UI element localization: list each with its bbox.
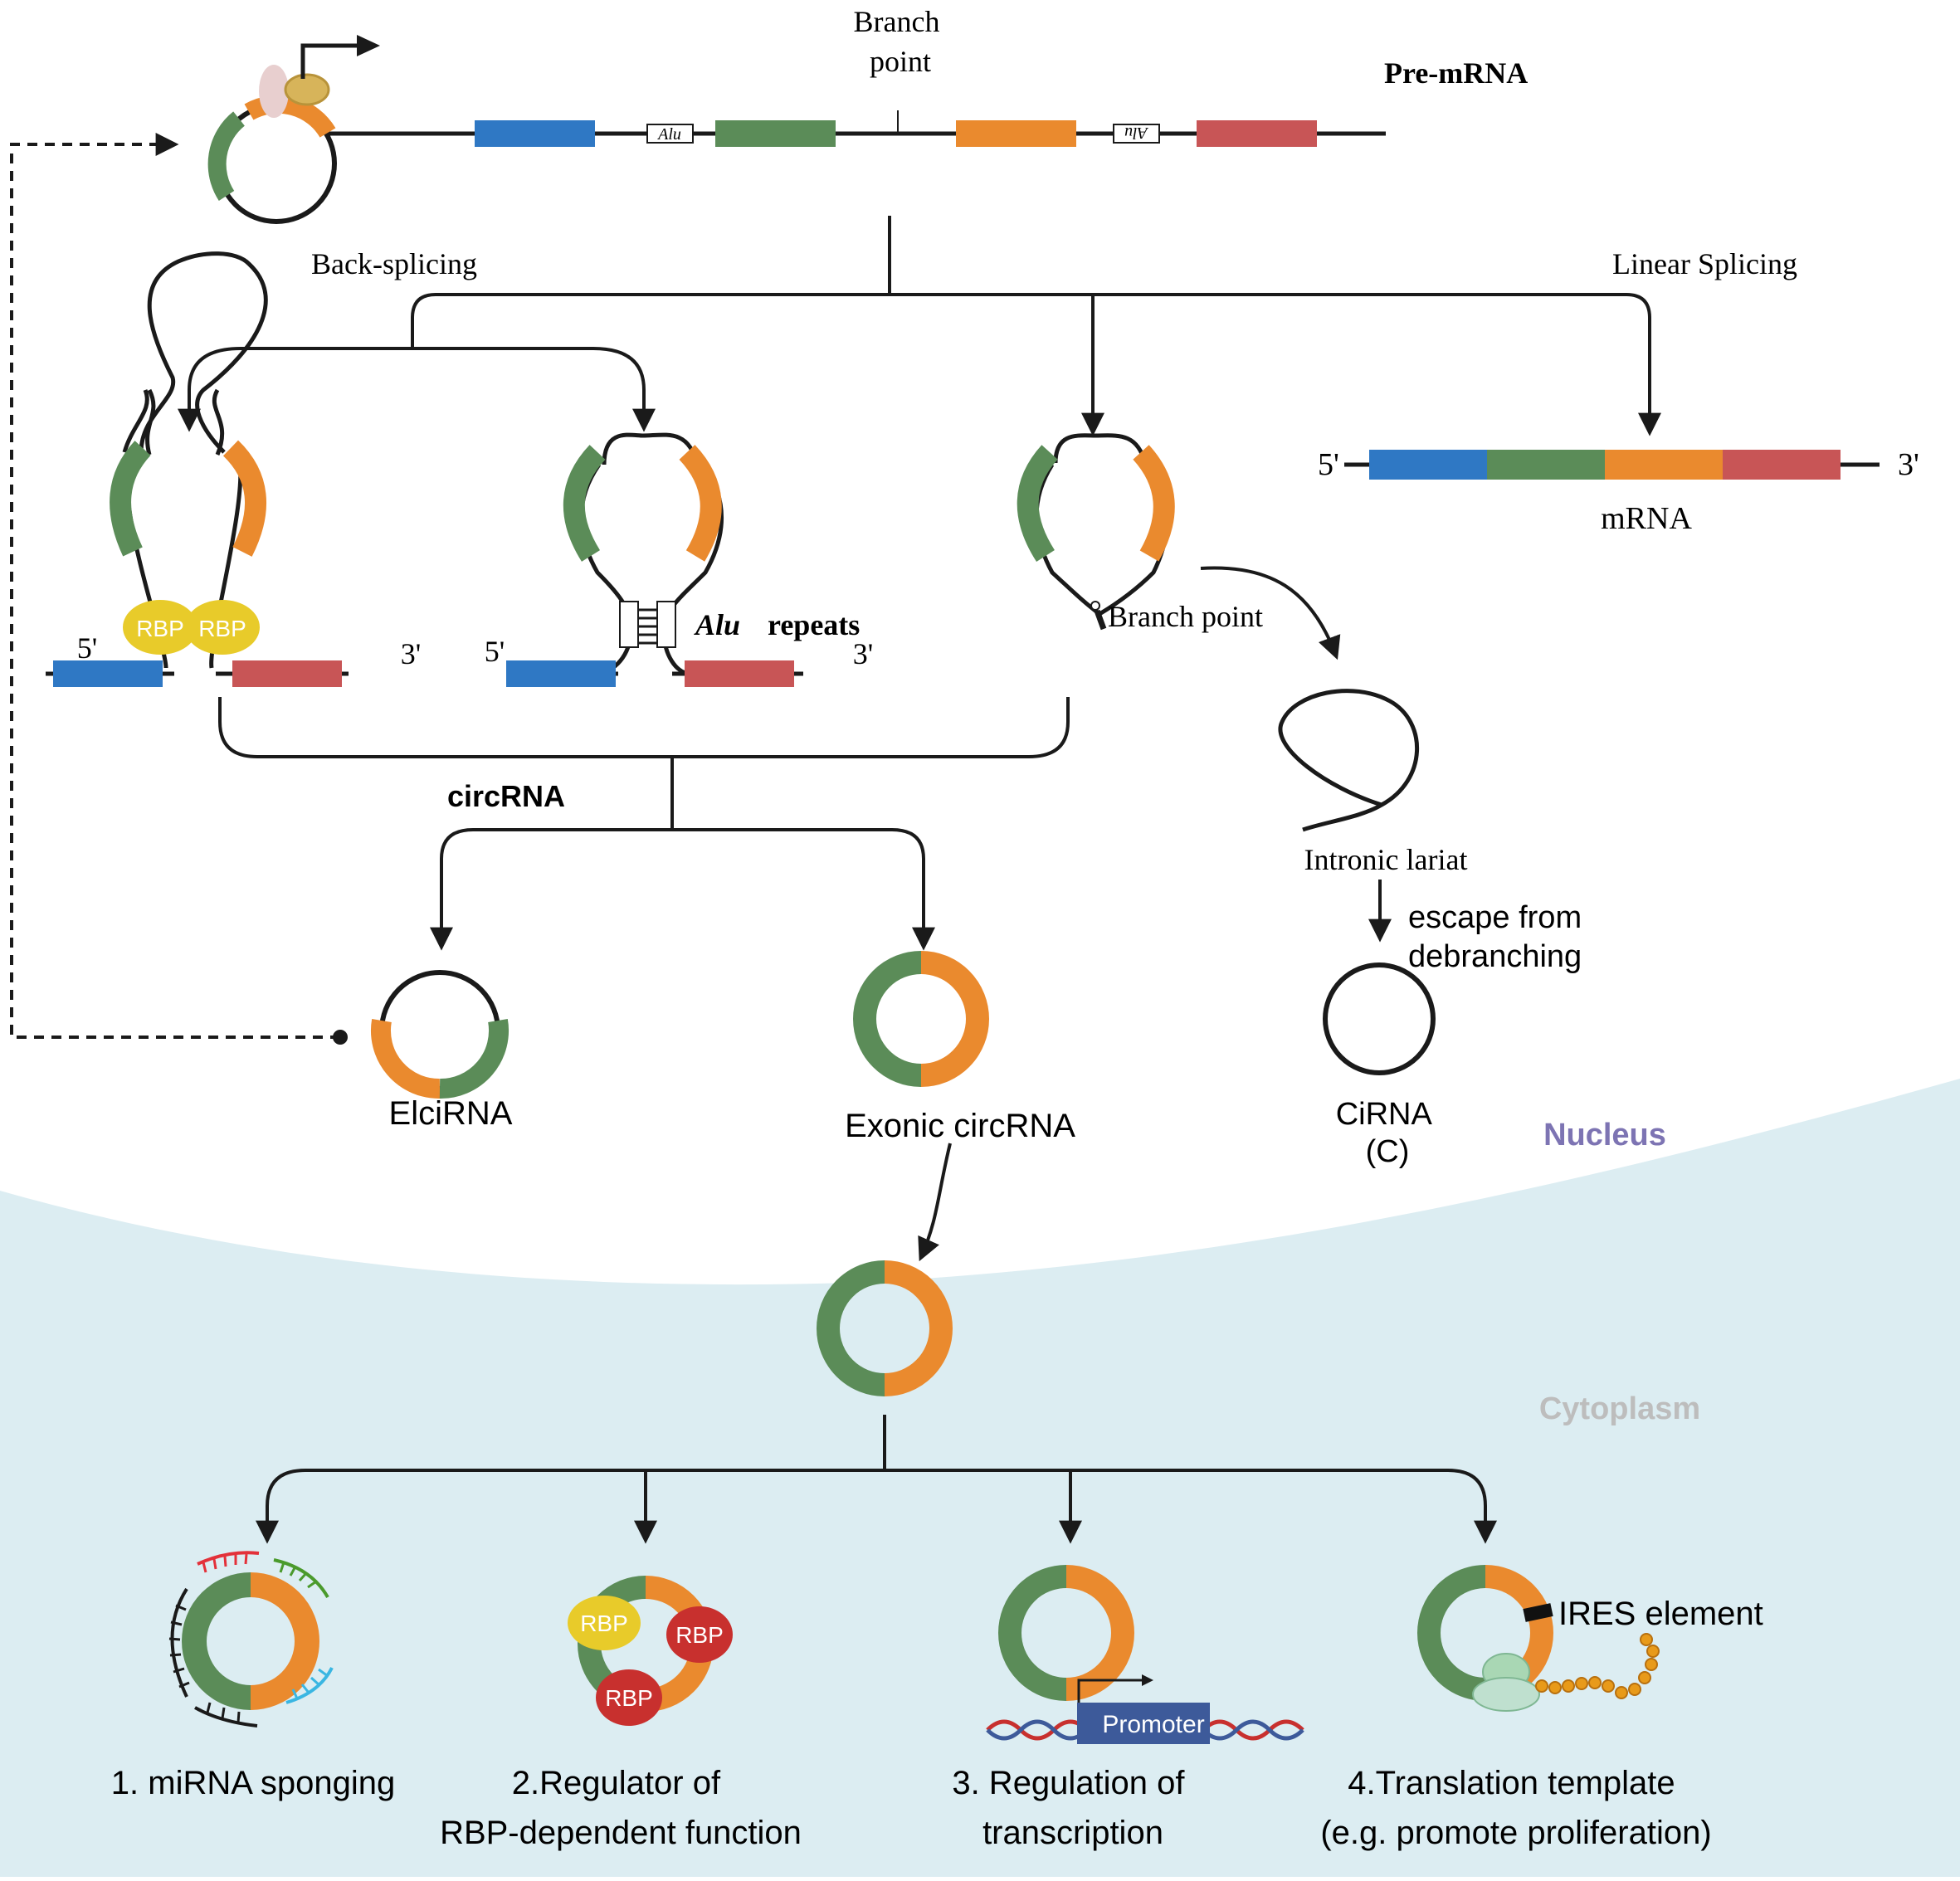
feedback-dotted-line: [10, 133, 340, 1039]
alu-element-1: Alu: [646, 124, 694, 144]
mirna-sponging-icon: [168, 1551, 334, 1727]
mature-mrna: [1344, 450, 1880, 480]
splicing-tree: [178, 216, 1661, 436]
circrna-label: circRNA: [447, 779, 565, 813]
ribosome-icon: [259, 65, 289, 118]
dna-helix-icon: [986, 1719, 1304, 1741]
left-5-prime: 5': [77, 631, 98, 665]
svg-text:RBP: RBP: [198, 616, 246, 641]
svg-text:RBP: RBP: [136, 616, 184, 641]
function-tree: [256, 1415, 1497, 1544]
alu-label: Alu: [694, 608, 740, 641]
elcirna-label: ElciRNA: [389, 1095, 513, 1132]
alu-mediated-circularization: [506, 432, 803, 687]
mrna-3-prime: 3': [1898, 447, 1919, 482]
rbp-protein: [123, 600, 197, 655]
svg-text:Alu: Alu: [656, 125, 681, 144]
peptide-chain-icon: [1535, 1633, 1660, 1699]
cirna-label: CiRNA (C): [1336, 1097, 1440, 1169]
escape-label: escape from debranching: [1408, 900, 1591, 974]
alu-5-prime: 5': [485, 635, 505, 668]
ires-element-mark: [1523, 1603, 1553, 1622]
rbp-protein: [185, 600, 260, 655]
rbp-regulator-icon: RBP RBP RBP: [568, 1576, 733, 1726]
intronic-lariat-label: Intronic lariat: [1304, 843, 1468, 876]
translation-template-icon: [1417, 1565, 1660, 1712]
exonic-circrna: [853, 951, 989, 1087]
cytoplasm-label: Cytoplasm: [1539, 1391, 1700, 1426]
transcription-regulation-icon: Promoter: [986, 1565, 1304, 1744]
elcirna-circle: [370, 970, 510, 1099]
branch-point-mid-label: Branch point: [1108, 600, 1263, 633]
exonic-circrna-label: Exonic circRNA: [845, 1108, 1075, 1144]
svg-text:RBP: RBP: [605, 1685, 653, 1711]
function-3-caption: 3. Regulation of transcription: [952, 1765, 1193, 1851]
linear-splicing-label: Linear Splicing: [1612, 247, 1797, 280]
alu-repeats-label: repeats: [768, 608, 860, 641]
cirna-circle: [1323, 962, 1436, 1075]
back-splicing-label: Back-splicing: [311, 247, 477, 280]
pre-mrna-label: Pre-mRNA: [1384, 56, 1528, 90]
promoter-label: Promoter: [1102, 1711, 1204, 1738]
transcription-arrow-icon: [300, 43, 361, 79]
mrna-label: mRNA: [1601, 501, 1692, 536]
svg-text:RBP: RBP: [675, 1622, 724, 1648]
cytoplasm-region: [0, 1079, 1960, 1877]
cytoplasmic-circrna: [817, 1260, 953, 1396]
nucleus-label: Nucleus: [1543, 1118, 1666, 1152]
lariat-intermediate: [1017, 433, 1341, 660]
ires-label: IRES element: [1558, 1596, 1763, 1632]
rbp-mediated-circularization: RBP RBP: [46, 251, 349, 687]
alu-element-2: Alu: [1113, 124, 1160, 144]
mrna-5-prime: 5': [1318, 447, 1339, 482]
svg-text:RBP: RBP: [580, 1611, 628, 1636]
alu-3-prime: 3': [853, 637, 874, 670]
circrna-merge: [218, 697, 1070, 951]
function-4-caption: 4.Translation template (e.g. promote pro…: [1320, 1765, 1711, 1851]
pre-mrna-strand: Alu Alu: [328, 110, 1386, 147]
function-2-caption: 2.Regulator of RBP-dependent function: [440, 1765, 802, 1851]
left-3-prime: 3': [401, 637, 422, 670]
branch-point-label: Branch point: [854, 5, 948, 78]
transcribing-circrna: [207, 35, 380, 224]
svg-text:Alu: Alu: [1124, 124, 1149, 142]
intronic-lariat: [1278, 689, 1419, 832]
function-1-caption: 1. miRNA sponging: [111, 1765, 395, 1801]
